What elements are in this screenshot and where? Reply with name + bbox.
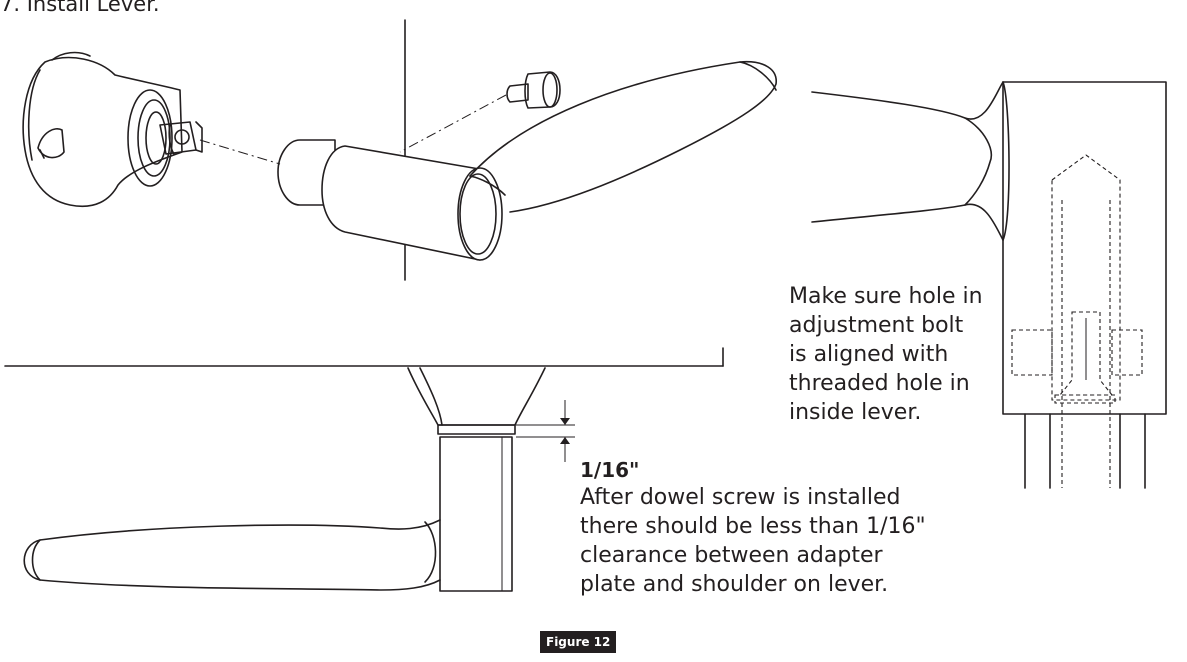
alignment-note-line: threaded hole in — [789, 371, 970, 396]
alignment-note-line: adjustment bolt — [789, 313, 964, 338]
section-detail — [811, 81, 1167, 489]
clearance-note-line: clearance between adapter — [580, 543, 883, 568]
alignment-note-line: inside lever. — [789, 400, 922, 425]
alignment-note-line: Make sure hole in — [789, 284, 983, 309]
assembled-view — [4, 347, 724, 592]
lever-handle — [469, 60, 777, 213]
centerline-screw — [399, 94, 507, 153]
alignment-note: Make sure hole in adjustment bolt is ali… — [789, 282, 983, 427]
step-title: 7. Install Lever. — [0, 0, 160, 16]
clearance-note-line: there should be less than 1/16" — [580, 514, 926, 539]
dowel-screw — [399, 71, 561, 153]
exploded-view — [22, 19, 777, 281]
rose-trim — [22, 51, 183, 207]
lever-hub — [277, 139, 503, 261]
alignment-note-line: is aligned with — [789, 342, 949, 367]
clearance-dimension-label: 1/16" — [580, 458, 640, 482]
clearance-note-line: plate and shoulder on lever. — [580, 572, 889, 597]
centerline-spindle — [199, 139, 281, 165]
clearance-note-line: After dowel screw is installed — [580, 485, 901, 510]
spindle-adapter — [159, 121, 203, 155]
figure-label: Figure 12 — [540, 631, 617, 653]
clearance-note: After dowel screw is installed there sho… — [580, 483, 926, 599]
